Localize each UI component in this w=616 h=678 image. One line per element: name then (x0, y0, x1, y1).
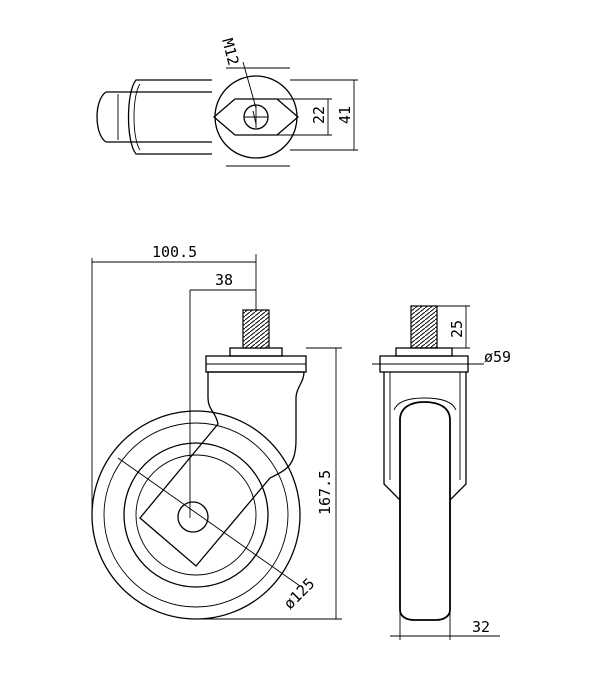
mount-nut (229, 347, 283, 357)
stem-length-label: 25 (448, 320, 466, 338)
wheel-outer (91, 410, 301, 620)
top-view: M12 22 41 (96, 36, 358, 167)
wheel-diameter-label: ø125 (280, 575, 318, 613)
hex-dimension-label: 22 (310, 106, 328, 124)
wheel-centerline-diag (117, 457, 301, 587)
side-view: 100.5 38 167.5 ø125 (91, 243, 342, 620)
plate-width-label: 41 (336, 106, 354, 124)
wheel-outline-top (96, 91, 212, 143)
offset-total-label: 100.5 (152, 243, 197, 261)
front-wheel (399, 401, 451, 621)
fork-arm (139, 371, 305, 567)
overall-height-label: 167.5 (316, 470, 334, 515)
front-fork-legs (383, 372, 467, 560)
front-nut (395, 347, 453, 357)
front-thread-stem (410, 305, 438, 349)
thread-stem (242, 309, 270, 349)
thread-size-label: M12 (218, 36, 242, 67)
wheel-rim (123, 442, 269, 588)
offset-stem-label: 38 (215, 271, 233, 289)
wheel-width-label: 32 (472, 618, 490, 636)
wheel-tread (103, 422, 289, 608)
front-view: 25 ø59 32 (372, 305, 511, 640)
thread-leader (242, 61, 257, 109)
fork-outline-top (127, 79, 212, 155)
plate-diameter-label: ø59 (484, 348, 511, 366)
wheel-axle (177, 501, 209, 533)
top-plate (214, 75, 298, 159)
